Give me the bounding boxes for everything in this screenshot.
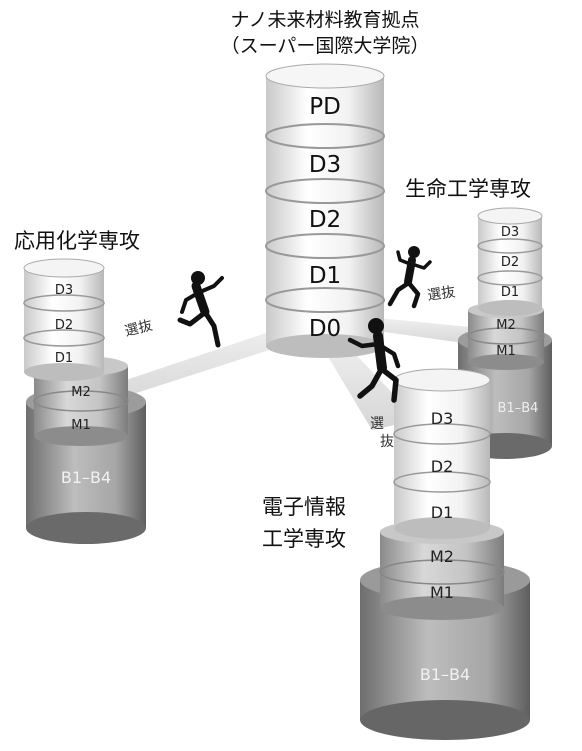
right-department-label: 生命工学専攻	[405, 177, 531, 201]
cylinder-right: B1–B4 M2 M1 D3 D2 D1 生命工学専攻	[405, 177, 552, 459]
cylinder-left: B1–B4 M2 M1 D3 D2 D1 応用化学専攻	[14, 229, 146, 544]
bottom-level-m1: M1	[430, 583, 454, 602]
right-level-d2: D2	[501, 255, 519, 270]
bottom-m-levels: M2 M1	[379, 520, 505, 620]
selection-label-left: 選抜	[123, 318, 154, 340]
left-level-d2: D2	[55, 318, 73, 333]
left-level-m1: M1	[71, 418, 91, 433]
left-department-label: 応用化学専攻	[14, 229, 140, 253]
left-level-d1: D1	[55, 351, 73, 366]
bottom-department-label-line2: 工学専攻	[262, 527, 346, 551]
selection-label-right: 選抜	[426, 284, 456, 304]
right-base-label: B1–B4	[498, 401, 539, 416]
center-title-line1: ナノ未来材料教育拠点	[230, 9, 419, 31]
cylinder-bottom: B1–B4 M2 M1 D3 D2 D1 電子情報 工学専攻	[262, 368, 530, 740]
runner-right-icon	[387, 246, 432, 309]
selection-label-bottom-2: 抜	[380, 434, 394, 450]
right-level-d3: D3	[501, 225, 519, 240]
bottom-d-levels: D3 D2 D1	[393, 368, 491, 539]
selection-label-bottom-1: 選	[370, 416, 384, 432]
center-level-d3: D3	[309, 152, 341, 178]
center-level-d2: D2	[309, 207, 341, 233]
left-base-label: B1–B4	[61, 468, 111, 487]
center-level-d1: D1	[309, 263, 341, 289]
center-level-d0: D0	[309, 316, 341, 342]
right-d-levels: D3 D2 D1	[477, 207, 543, 316]
bottom-level-d2: D2	[431, 457, 454, 476]
right-level-m2: M2	[496, 318, 516, 333]
cylinder-center: PD D3 D2 D1 D0 ナノ未来材料教育拠点 （スーパー国際大学院）	[221, 9, 430, 358]
bottom-department-label-line1: 電子情報	[262, 495, 346, 519]
path-to-left	[90, 325, 300, 408]
runner-bottom-icon	[347, 318, 401, 403]
left-level-d3: D3	[55, 283, 73, 298]
bottom-level-d1: D1	[431, 503, 454, 522]
path-to-bottom	[318, 340, 418, 430]
right-level-d1: D1	[501, 285, 519, 300]
left-d-levels: D3 D2 D1	[23, 258, 105, 381]
connection-paths	[90, 318, 480, 430]
runner-left-icon	[177, 271, 224, 348]
path-to-right	[370, 318, 480, 345]
center-level-pd: PD	[309, 94, 341, 120]
bottom-level-m2: M2	[430, 547, 454, 566]
center-title-line2: （スーパー国際大学院）	[221, 35, 430, 57]
bottom-base-label: B1–B4	[420, 665, 470, 684]
bottom-level-d3: D3	[431, 409, 454, 428]
left-level-m2: M2	[71, 385, 91, 400]
right-level-m1: M1	[496, 344, 516, 359]
